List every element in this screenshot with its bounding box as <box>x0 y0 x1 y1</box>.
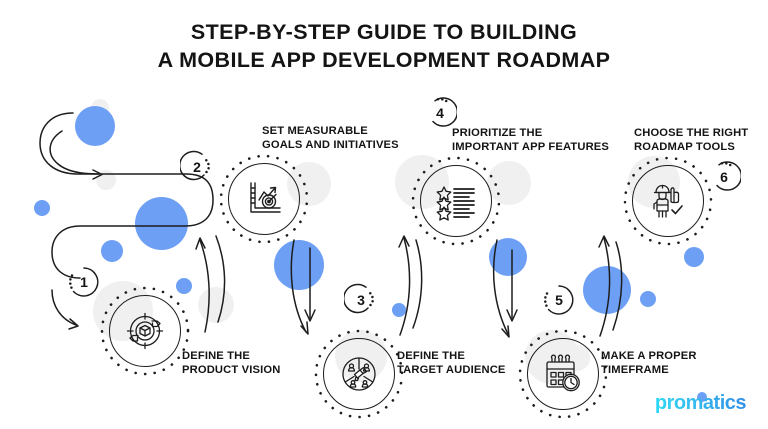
serpentine-path <box>39 112 214 279</box>
decorative-blue-circle <box>684 247 704 267</box>
step-4-number: 4 <box>436 105 444 121</box>
step-1-label-line2: PRODUCT VISION <box>182 364 281 376</box>
step-6-badge <box>716 161 741 191</box>
step-4-label-line1: PRIORITIZE THE <box>452 127 543 139</box>
step-3-number: 3 <box>357 292 365 308</box>
decorative-gray-circle <box>198 287 234 323</box>
step-5-label-line2: TIMEFRAME <box>601 364 669 376</box>
decorative-blue-circle <box>489 238 527 276</box>
step-3-label-line1: DEFINE THE <box>397 350 466 362</box>
step-6-label-line2: ROADMAP TOOLS <box>634 141 735 153</box>
step-2-label: SET MEASURABLE GOALS AND INITIATIVES <box>262 124 399 152</box>
step-4-number-wrap: 4 <box>423 96 457 130</box>
step-6-number: 6 <box>720 169 728 185</box>
step-1-icon-bubble[interactable] <box>109 295 181 367</box>
calendar-clock-icon <box>546 354 580 392</box>
decorative-blue-circle <box>697 392 707 402</box>
megaphone-audience-icon <box>342 357 376 391</box>
arrowhead-step-1 <box>68 318 79 330</box>
step-1-number-wrap: 1 <box>67 265 101 299</box>
decorative-gray-circle <box>487 161 531 205</box>
step-1-badge <box>69 267 99 297</box>
step-6-label: CHOOSE THE RIGHT ROADMAP TOOLS <box>634 126 748 154</box>
worker-thumbsup-icon <box>653 184 683 218</box>
step-2-number-wrap: 2 <box>180 150 214 184</box>
step-6-number-wrap: 6 <box>707 160 741 194</box>
step-3-icon-bubble[interactable] <box>323 338 395 410</box>
decorative-blue-circle <box>583 266 631 314</box>
promatics-logo[interactable]: promatics <box>654 392 747 414</box>
decorative-blue-circle <box>640 291 656 307</box>
step-5-label-line1: MAKE A PROPER <box>601 350 697 362</box>
step-6-icon-bubble[interactable] <box>632 165 704 237</box>
decorative-gray-circle <box>96 170 116 190</box>
decorative-blue-circle <box>75 106 115 146</box>
step-3-label: DEFINE THE TARGET AUDIENCE <box>397 349 506 377</box>
step-3-number-wrap: 3 <box>344 283 378 317</box>
arrowhead-4-to-5-b <box>506 309 518 322</box>
step-3-badge <box>344 283 374 314</box>
decorative-blue-circle <box>176 278 192 294</box>
step-2-icon-bubble[interactable] <box>228 163 300 235</box>
arrowhead-5-to-6 <box>598 235 610 248</box>
step-6-label-line1: CHOOSE THE RIGHT <box>634 127 749 139</box>
step-5-icon-bubble[interactable] <box>527 338 599 410</box>
path-3-to-4-b <box>412 239 423 329</box>
step-2-label-line2: GOALS AND INITIATIVES <box>262 139 399 151</box>
decorative-blue-circle <box>274 240 324 290</box>
step-4-icon-bubble[interactable] <box>420 165 492 237</box>
title-line-2: A MOBILE APP DEVELOPMENT ROADMAP <box>157 48 611 72</box>
arrowhead-2-to-3-b <box>304 309 316 322</box>
step-4-label-line2: IMPORTANT APP FEATURES <box>452 141 610 153</box>
step-2-label-line1: SET MEASURABLE <box>262 125 368 137</box>
arrowhead-3-to-4 <box>398 235 410 248</box>
step-1-label: DEFINE THE PRODUCT VISION <box>182 349 280 377</box>
growth-chart-target-icon <box>250 182 281 213</box>
step-3-label-line2: TARGET AUDIENCE <box>397 364 506 376</box>
step-5-number-wrap: 5 <box>542 283 576 317</box>
arrowhead-1-to-2 <box>195 237 206 250</box>
page-title: STEP-BY-STEP GUIDE TO BUILDING A MOBILE … <box>0 18 768 74</box>
step-4-badge <box>432 97 457 127</box>
step-4-label: PRIORITIZE THE IMPORTANT APP FEATURES <box>452 126 609 154</box>
step-1-label-line1: DEFINE THE <box>182 350 251 362</box>
step-5-number: 5 <box>555 292 563 308</box>
star-checklist-icon <box>436 186 475 221</box>
decorative-blue-circle <box>101 240 123 262</box>
decorative-blue-circle <box>34 200 50 216</box>
step-5-badge <box>544 285 574 315</box>
step-5-label: MAKE A PROPER TIMEFRAME <box>601 349 697 377</box>
title-line-1: STEP-BY-STEP GUIDE TO BUILDING <box>190 20 578 44</box>
decorative-blue-circle <box>392 303 406 317</box>
arrowhead-4-to-5 <box>501 325 510 338</box>
path-3-to-4 <box>399 237 411 336</box>
target-cube-icon <box>126 312 164 350</box>
arrowhead-2-to-3 <box>300 321 309 335</box>
decorative-blue-circle <box>135 197 188 250</box>
step-1-number: 1 <box>80 274 88 290</box>
step-2-badge <box>180 150 210 181</box>
step-2-number: 2 <box>193 159 201 175</box>
